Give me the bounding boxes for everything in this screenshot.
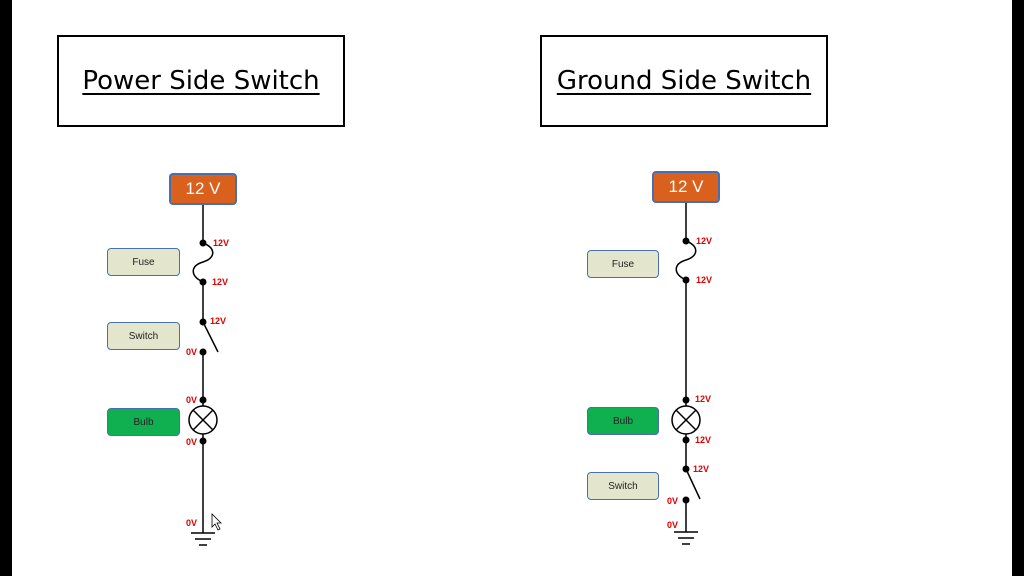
left-switch-blade — [202, 321, 219, 353]
right-voltage-label: 0V — [667, 496, 679, 506]
right-switch-blade — [685, 468, 701, 500]
left-fuse-symbol — [192, 242, 214, 283]
right-fuse-symbol — [675, 240, 697, 281]
left-voltage-label: 12V — [213, 238, 230, 248]
right-voltage-label: 12V — [696, 236, 713, 246]
right-bulb-label: Bulb — [587, 407, 659, 435]
left-voltage-label: 0V — [186, 395, 198, 405]
left-voltage-label: 0V — [186, 437, 198, 447]
right-voltage-label: 12V — [695, 435, 712, 445]
left-switch-label: Switch — [107, 322, 180, 350]
right-12v-source: 12 V — [652, 171, 720, 203]
left-bulb-label: Bulb — [107, 408, 180, 436]
right-voltage-label: 0V — [667, 520, 679, 530]
left-voltage-label: 12V — [212, 277, 229, 287]
right-switch-label: Switch — [587, 472, 659, 500]
left-voltage-label: 12V — [210, 316, 227, 326]
left-12v-source: 12 V — [169, 173, 237, 205]
left-title: Power Side Switch — [57, 35, 345, 127]
slide: Power Side Switch 12 V Fuse Switch Bulb … — [12, 0, 1012, 576]
right-voltage-label: 12V — [696, 275, 713, 285]
right-voltage-label: 12V — [693, 464, 710, 474]
left-voltage-label: 0V — [186, 347, 198, 357]
right-fuse-label: Fuse — [587, 250, 659, 278]
right-voltage-label: 12V — [695, 394, 712, 404]
right-title: Ground Side Switch — [540, 35, 828, 127]
circuit-wiring — [188, 203, 701, 546]
left-fuse-label: Fuse — [107, 248, 180, 276]
left-voltage-label: 0V — [186, 518, 198, 528]
mouse-cursor-icon — [211, 513, 222, 531]
